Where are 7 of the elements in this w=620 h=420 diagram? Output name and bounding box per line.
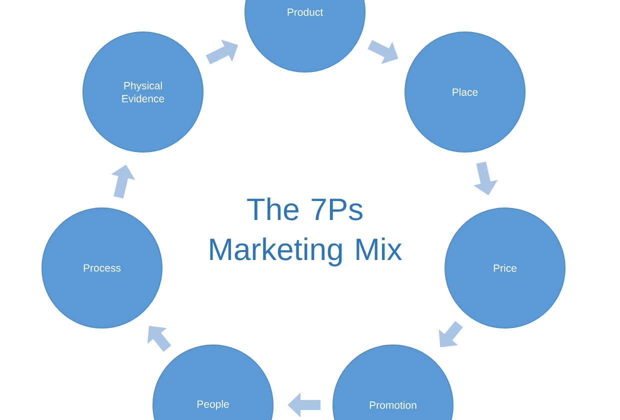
- circle-node: Place: [404, 32, 526, 152]
- circle-node: Process: [42, 208, 162, 328]
- circle-node: Physical Evidence: [82, 32, 204, 152]
- circle-node: Price: [444, 208, 566, 328]
- circle-node: Promotion: [332, 344, 454, 420]
- circle-node: People: [152, 344, 274, 420]
- title: The 7Ps Marketing Mix: [210, 198, 402, 266]
